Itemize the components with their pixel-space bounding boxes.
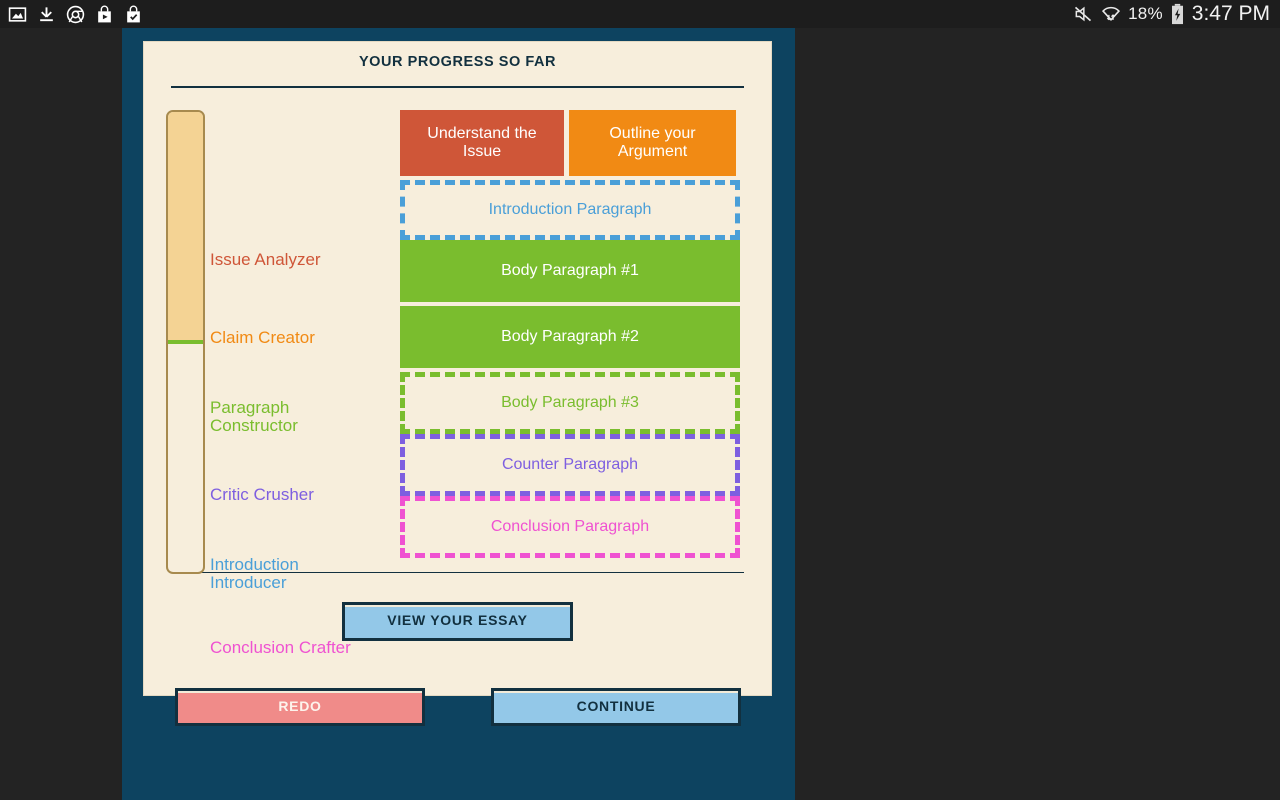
essay-block: Understand the Issue (400, 109, 564, 176)
stage-label: Critic Crusher (210, 484, 314, 504)
play-store-icon (98, 5, 111, 22)
essay-block: Body Paragraph #1 (400, 239, 740, 302)
title-divider (171, 86, 744, 88)
essay-block-label: Counter Paragraph (501, 455, 639, 473)
essay-block: Outline your Argument (569, 109, 736, 176)
view-your-essay-button[interactable]: VIEW YOUR ESSAY (342, 602, 573, 641)
essay-block-list: Understand the Issue Outline your Argumen… (400, 109, 740, 558)
stage-label: Introduction Introducer (210, 554, 299, 592)
play-store-check-icon (127, 5, 140, 22)
view-essay-area: VIEW YOUR ESSAY (144, 602, 771, 641)
essay-block-label: Understand the Issue (427, 124, 537, 160)
essay-block: Counter Paragraph (400, 433, 740, 496)
continue-button[interactable]: CONTINUE (491, 688, 741, 726)
page-title: YOUR PROGRESS SO FAR (358, 54, 557, 70)
bottom-action-bar: REDO CONTINUE (122, 688, 795, 738)
stage-label: Issue Analyzer (210, 249, 321, 269)
essay-block-label: Conclusion Paragraph (490, 517, 650, 535)
status-bar-notification-icons (8, 5, 143, 24)
essay-block: Introduction Paragraph (400, 179, 740, 240)
essay-block: Body Paragraph #3 (400, 371, 740, 434)
battery-charging-icon (1171, 3, 1183, 25)
footer-divider (171, 571, 744, 573)
essay-block: Body Paragraph #2 (400, 305, 740, 368)
status-bar-system-icons: 18% 3:47 PM (1072, 2, 1270, 26)
vertical-progress-bar (166, 109, 205, 574)
essay-block: Conclusion Paragraph (400, 495, 740, 558)
essay-block-label: Introduction Paragraph (488, 200, 652, 218)
essay-block-label: Outline your Argument (609, 124, 696, 160)
battery-percent-label: 18% (1128, 4, 1163, 23)
status-bar-clock: 3:47 PM (1191, 2, 1270, 25)
essay-block-label: Body Paragraph #1 (501, 261, 639, 279)
stage-label: Conclusion Crafter (210, 637, 351, 657)
essay-block-label: Body Paragraph #2 (501, 327, 639, 345)
chrome-icon (66, 5, 85, 23)
stage-label: Claim Creator (210, 327, 315, 347)
wifi-data-icon (1102, 6, 1121, 22)
redo-button[interactable]: REDO (175, 688, 425, 726)
android-status-bar: 18% 3:47 PM (0, 0, 1280, 28)
mute-icon (1075, 6, 1092, 22)
progress-bar-fill (168, 111, 203, 344)
essay-block-label: Body Paragraph #3 (501, 393, 639, 411)
essay-block-top-row: Understand the Issue Outline your Argumen… (400, 109, 740, 176)
stage-label: Paragraph Constructor (210, 397, 298, 435)
photo-icon (8, 6, 27, 22)
download-icon (40, 6, 53, 21)
